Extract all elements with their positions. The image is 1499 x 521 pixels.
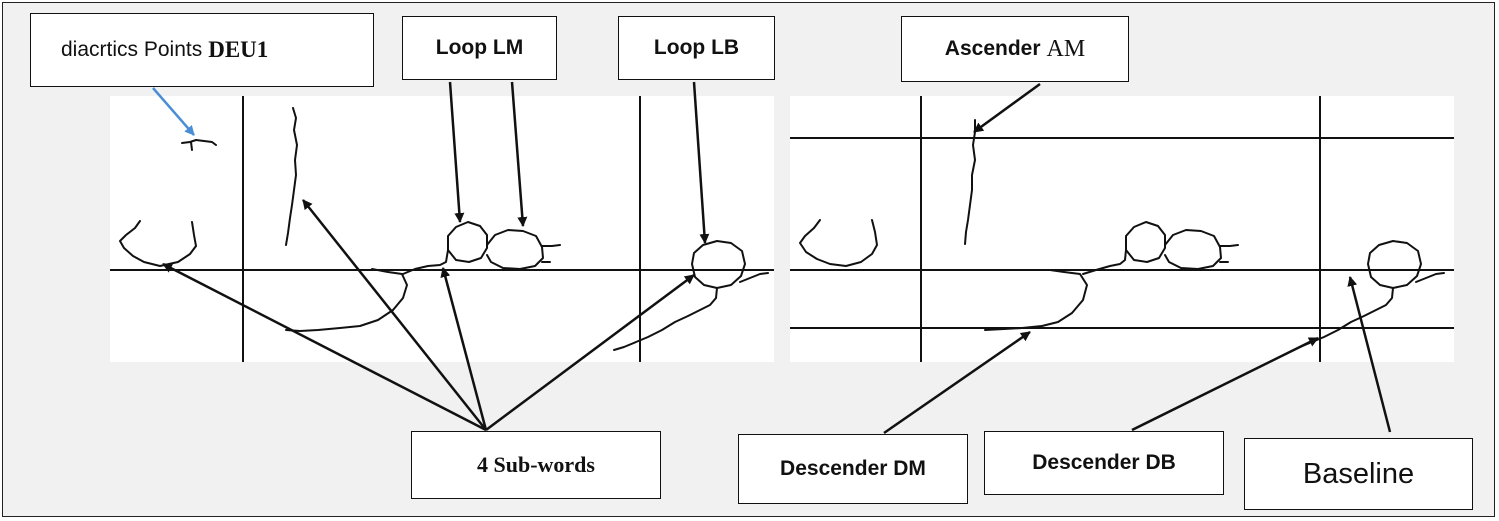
right-panel — [790, 96, 1454, 362]
ascender-code: AM — [1046, 35, 1086, 62]
loop-lm-1 — [447, 221, 488, 263]
arrow-baseline — [1347, 276, 1392, 433]
loop-lm-tail — [541, 244, 561, 263]
descender-dm-text: Descender DM — [780, 457, 926, 480]
arrow-subword-1 — [162, 262, 487, 432]
descender-db-label: Descender DB — [984, 431, 1224, 495]
right-subword-4-tail — [1415, 272, 1445, 283]
arrow-loop-lb — [692, 81, 710, 244]
arrow-diacritics — [152, 87, 195, 136]
arrow-subword-3 — [440, 267, 488, 431]
sub-words-label: 4 Sub-words — [411, 431, 661, 499]
loop-lb-label: Loop LB — [618, 16, 775, 80]
subword-2-ascender — [285, 107, 298, 246]
loop-lm-label: Loop LM — [402, 16, 557, 80]
left-panel — [110, 96, 774, 362]
right-guide-lines — [790, 96, 1454, 362]
loop-lm-text: Loop LM — [435, 36, 524, 59]
diacritics-points-code: DEU1 — [208, 37, 269, 62]
baseline-label: Baseline — [1244, 438, 1473, 510]
diacritics-points-label: diacrtics Points DEU1 — [30, 13, 374, 87]
left-handwriting — [119, 107, 769, 351]
subword-4-tail — [739, 272, 769, 283]
arrows — [152, 81, 1392, 435]
descender-db-text: Descender DB — [1032, 451, 1176, 474]
arrow-loop-lm-1 — [448, 81, 465, 223]
diacritics-points-text: diacrtics Points — [61, 38, 203, 61]
right-loop-lb — [1367, 240, 1422, 289]
arrow-descender-dm — [883, 330, 1031, 435]
arrow-loop-lm-2 — [510, 81, 528, 227]
ascender-text: Ascender — [944, 37, 1041, 60]
right-subword-4-descender — [1299, 287, 1394, 348]
arrow-ascender — [973, 82, 1041, 134]
diacritic-points-stroke — [181, 139, 217, 151]
descender-dm-label: Descender DM — [738, 434, 968, 504]
loop-lb — [691, 240, 746, 289]
ascender-label: Ascender AM — [901, 16, 1129, 82]
arrow-subword-4 — [485, 273, 695, 432]
right-loop-tail — [1219, 244, 1239, 263]
right-ascender-stroke — [964, 119, 976, 245]
right-subword-3-connector — [1082, 249, 1127, 275]
baseline-text: Baseline — [1302, 457, 1415, 490]
right-loop-1 — [1125, 221, 1166, 263]
right-subword-1-stroke — [799, 219, 878, 267]
loop-lm-2 — [486, 229, 544, 270]
arrow-descender-db — [1131, 336, 1319, 432]
subword-4-descender — [613, 287, 718, 351]
right-loop-2 — [1164, 229, 1222, 270]
subword-1-stroke — [119, 220, 197, 267]
subword-3-connector — [402, 249, 449, 275]
arrow-subword-2 — [302, 199, 487, 431]
subword-3-body — [285, 268, 408, 332]
sub-words-text: 4 Sub-words — [477, 452, 595, 477]
loop-lb-text: Loop LB — [653, 36, 740, 59]
right-handwriting — [799, 119, 1445, 348]
right-subword-3-body — [984, 269, 1088, 331]
